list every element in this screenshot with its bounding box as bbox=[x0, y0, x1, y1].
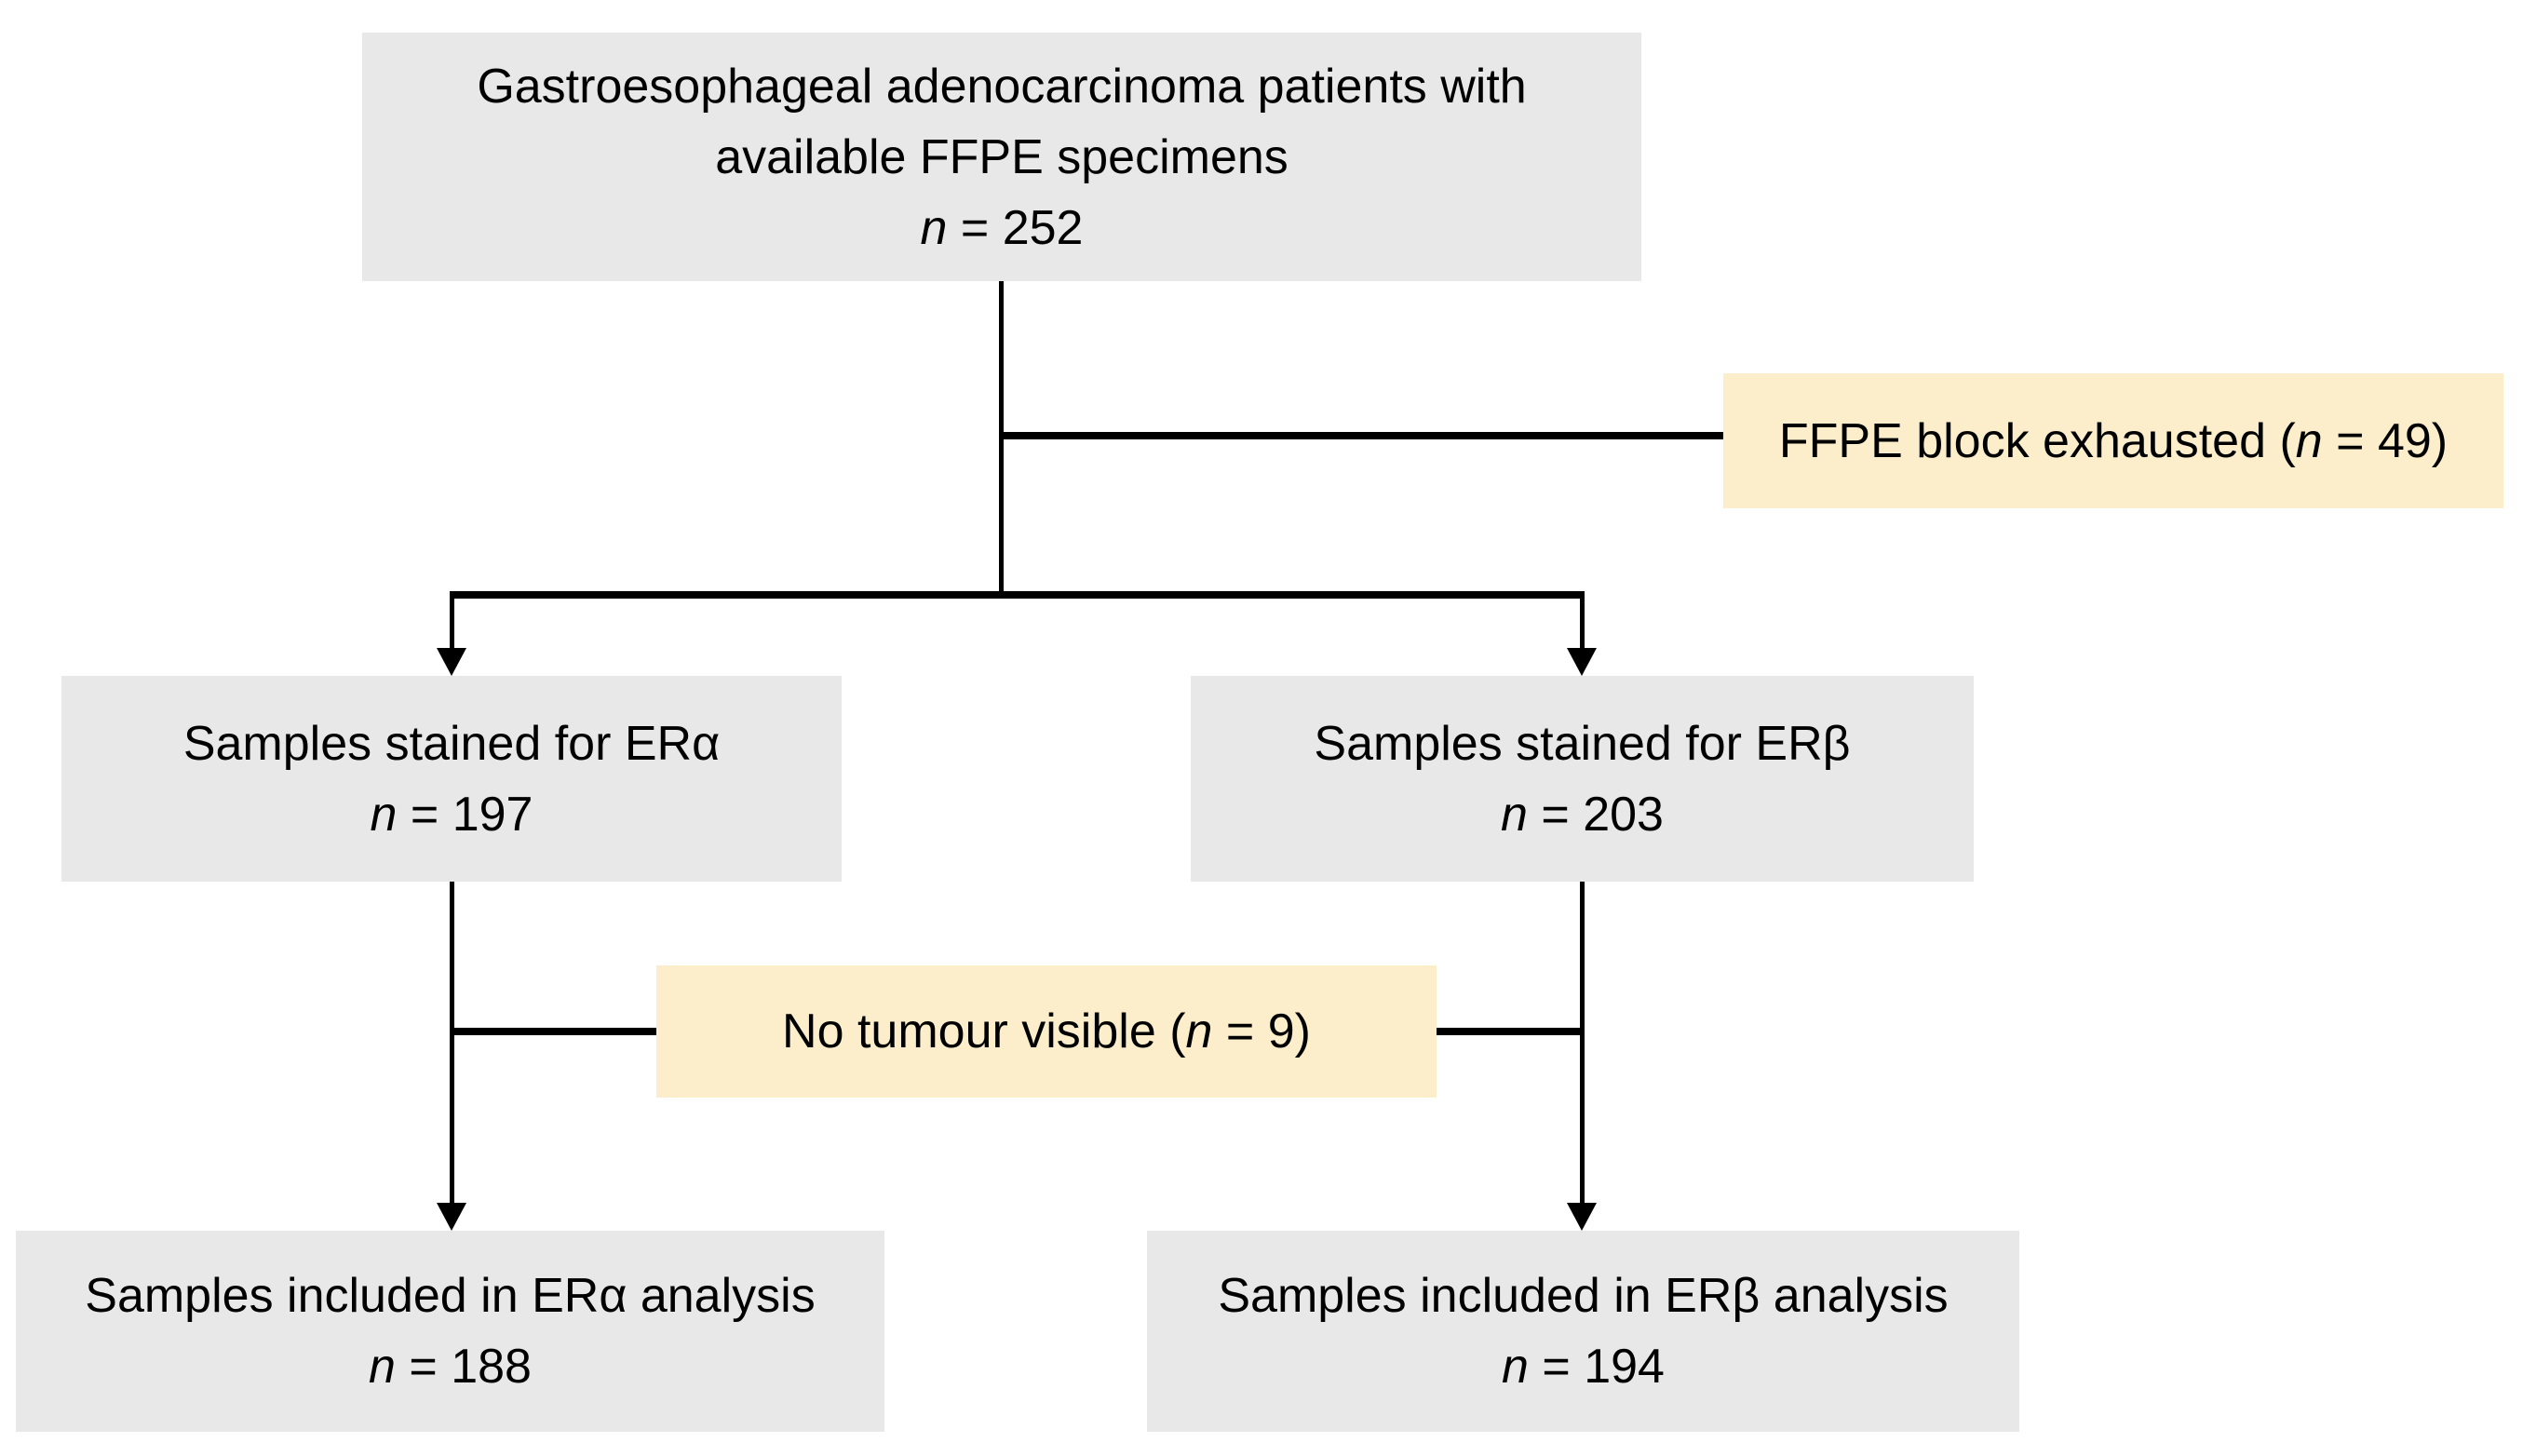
arrowhead-included-alpha bbox=[437, 1203, 466, 1231]
connector-alpha-down bbox=[450, 882, 454, 1206]
node-stained-beta-line1: Samples stained for ERβ bbox=[1314, 716, 1851, 771]
node-included-beta-line1: Samples included in ERβ analysis bbox=[1218, 1269, 1949, 1323]
connector-split-left-down bbox=[450, 591, 454, 649]
connector-no-tumour-right bbox=[1437, 1028, 1585, 1035]
node-included-beta-n-symbol: n bbox=[1502, 1340, 1529, 1394]
node-stained-beta-n-value: = 203 bbox=[1527, 787, 1664, 842]
exclusion-no-tumour-n-symbol: n bbox=[1185, 1004, 1213, 1058]
node-stained-beta-count: n = 203 bbox=[1501, 779, 1664, 850]
arrowhead-included-beta bbox=[1567, 1203, 1597, 1231]
exclusion-ffpe-prefix: FFPE block exhausted ( bbox=[1778, 413, 2296, 468]
node-stained-alpha-line1: Samples stained for ERα bbox=[182, 716, 721, 771]
connector-splitter bbox=[450, 591, 1585, 599]
node-root: Gastroesophageal adenocarcinoma patients… bbox=[362, 33, 1641, 281]
exclusion-no-tumour: No tumour visible (n = 9) bbox=[656, 965, 1437, 1098]
node-root-n-value: = 252 bbox=[947, 200, 1084, 255]
node-stained-alpha: Samples stained for ERα n = 197 bbox=[61, 676, 842, 882]
node-stained-alpha-n-symbol: n bbox=[370, 787, 398, 842]
node-included-alpha: Samples included in ERα analysis n = 188 bbox=[16, 1231, 884, 1432]
exclusion-ffpe-n-symbol: n bbox=[2295, 413, 2323, 468]
node-stained-beta: Samples stained for ERβ n = 203 bbox=[1191, 676, 1974, 882]
node-root-line2: available FFPE specimens bbox=[715, 129, 1288, 184]
exclusion-ffpe-suffix: = 49) bbox=[2322, 413, 2449, 468]
node-root-count: n = 252 bbox=[921, 193, 1084, 263]
node-root-n-symbol: n bbox=[920, 200, 948, 255]
node-included-beta: Samples included in ERβ analysis n = 194 bbox=[1147, 1231, 2019, 1432]
node-included-alpha-n-value: = 188 bbox=[395, 1340, 532, 1394]
connector-no-tumour-left bbox=[452, 1028, 656, 1035]
exclusion-no-tumour-prefix: No tumour visible ( bbox=[782, 1004, 1186, 1058]
node-included-beta-count: n = 194 bbox=[1502, 1331, 1665, 1402]
node-included-alpha-count: n = 188 bbox=[369, 1331, 532, 1402]
node-stained-beta-n-symbol: n bbox=[1501, 787, 1528, 842]
exclusion-ffpe-exhausted: FFPE block exhausted (n = 49) bbox=[1723, 373, 2503, 508]
node-included-beta-n-value: = 194 bbox=[1528, 1340, 1665, 1394]
node-stained-alpha-n-value: = 197 bbox=[397, 787, 533, 842]
exclusion-no-tumour-suffix: = 9) bbox=[1212, 1004, 1311, 1058]
exclusion-ffpe-exhausted-label: FFPE block exhausted (n = 49) bbox=[1779, 406, 2448, 477]
node-included-alpha-line1: Samples included in ERα analysis bbox=[85, 1269, 816, 1323]
connector-split-right-down bbox=[1580, 591, 1585, 649]
connector-to-ffpe-exhausted bbox=[1002, 432, 1723, 439]
arrowhead-stained-alpha bbox=[437, 648, 466, 676]
connector-beta-down bbox=[1580, 882, 1585, 1206]
node-included-alpha-n-symbol: n bbox=[369, 1340, 396, 1394]
node-stained-alpha-count: n = 197 bbox=[371, 779, 533, 850]
connector-root-down bbox=[999, 281, 1004, 599]
exclusion-no-tumour-label: No tumour visible (n = 9) bbox=[782, 996, 1311, 1067]
arrowhead-stained-beta bbox=[1567, 648, 1597, 676]
node-root-line1: Gastroesophageal adenocarcinoma patients… bbox=[477, 59, 1527, 114]
